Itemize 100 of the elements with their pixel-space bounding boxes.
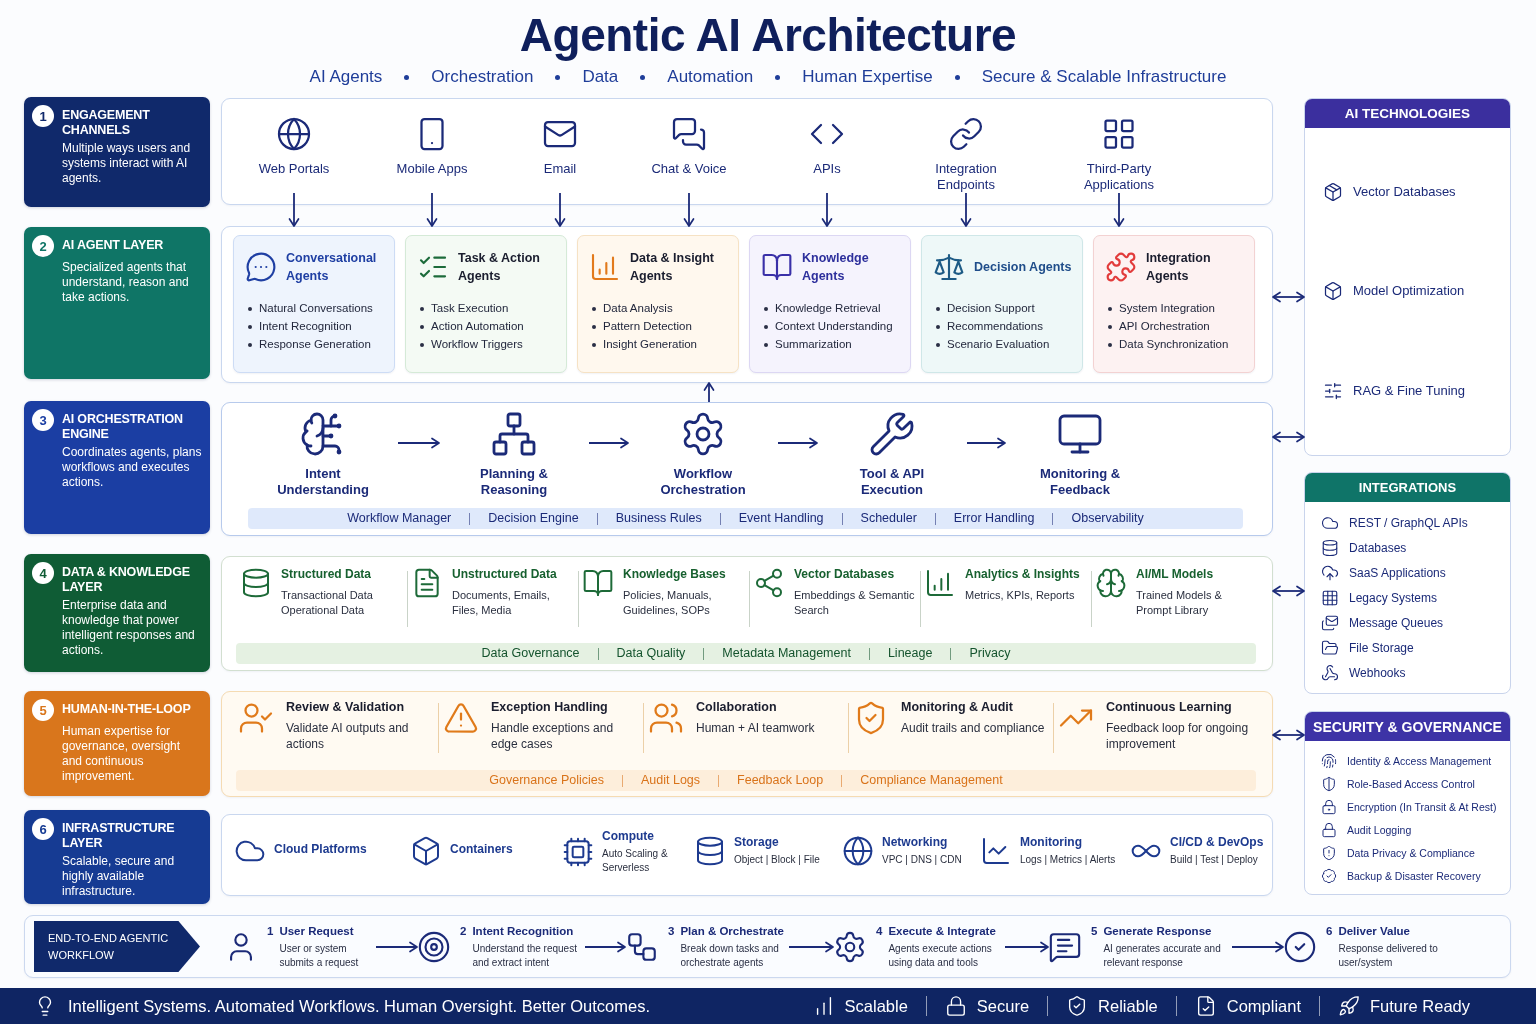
panel-item: Identity & Access Management bbox=[1347, 754, 1492, 769]
layer-card bbox=[24, 227, 210, 379]
layer-description: Human expertise for governance, oversight and continuous improvement. bbox=[62, 724, 182, 784]
layer-panel bbox=[221, 814, 1273, 896]
item-description: Build | Test | Deploy bbox=[1170, 853, 1259, 867]
subtitle-item: Data bbox=[582, 66, 619, 88]
channel-label: Integration Endpoints bbox=[934, 161, 998, 193]
layer-number: 4 bbox=[32, 562, 54, 584]
layer-number: 1 bbox=[32, 105, 54, 127]
layer-card bbox=[24, 691, 210, 796]
workflow-strip bbox=[24, 915, 1511, 978]
agent-feature: Task Execution bbox=[431, 301, 509, 316]
double-arrow bbox=[1272, 431, 1305, 443]
item-description: Embeddings & Semantic Search bbox=[794, 588, 915, 618]
step-number: 4 bbox=[876, 924, 883, 939]
step-number: 6 bbox=[1326, 924, 1333, 939]
subtitle-item: Human Expertise bbox=[802, 66, 933, 88]
layer-description: Scalable, secure and highly available infrastructure. bbox=[62, 854, 176, 899]
footer-item: Compliant bbox=[1226, 996, 1302, 1016]
agent-feature: Data Analysis bbox=[603, 301, 673, 316]
arrow bbox=[703, 382, 715, 403]
item-description: Policies, Manuals, Guidelines, SOPs bbox=[623, 588, 713, 618]
layer-card bbox=[24, 401, 210, 534]
item-description: Documents, Emails, Files, Media bbox=[452, 588, 551, 618]
layer-panel bbox=[221, 402, 1273, 536]
bar-item: Data Quality bbox=[616, 646, 686, 661]
panel-item: Webhooks bbox=[1349, 665, 1406, 681]
layer-number: 5 bbox=[32, 699, 54, 721]
panel-title: SECURITY & GOVERNANCE bbox=[1305, 712, 1510, 741]
agent-card bbox=[1093, 235, 1255, 373]
arrow bbox=[426, 192, 438, 227]
subtitle-item: Secure & Scalable Infrastructure bbox=[981, 66, 1227, 88]
panel-item: Databases bbox=[1349, 540, 1407, 556]
capability-bar bbox=[236, 643, 1256, 664]
bar-item: Feedback Loop bbox=[737, 773, 824, 788]
agent-card bbox=[749, 235, 911, 373]
bar-item: Metadata Management bbox=[722, 646, 851, 661]
layer-title: AI AGENT LAYER bbox=[62, 237, 165, 253]
footer-bar bbox=[0, 988, 1536, 1024]
layer-description: Coordinates agents, plans workflows and executes actions. bbox=[62, 445, 202, 490]
bar-item: Governance Policies bbox=[489, 773, 604, 788]
step-description: User or system submits a request bbox=[279, 942, 360, 970]
double-arrow bbox=[1272, 729, 1305, 741]
agent-feature: Knowledge Retrieval bbox=[775, 301, 881, 316]
item-title: Compute bbox=[602, 829, 655, 844]
arrow bbox=[683, 192, 695, 227]
bar-item: Event Handling bbox=[738, 511, 824, 526]
panel-item: Model Optimization bbox=[1353, 283, 1465, 300]
channel-label: Chat & Voice bbox=[651, 161, 727, 177]
double-arrow bbox=[1272, 585, 1305, 597]
arrow bbox=[788, 941, 834, 953]
side-panel bbox=[1304, 711, 1511, 895]
channel-label: APIs bbox=[813, 161, 841, 177]
agent-feature: Action Automation bbox=[431, 319, 524, 334]
step-description: Agents execute actions using data and tools bbox=[888, 942, 993, 970]
slogan: Intelligent Systems. Automated Workflows. Human Oversight. Better Outcomes. bbox=[68, 996, 650, 1016]
step-title: Deliver Value bbox=[1338, 924, 1411, 939]
bar-item: Decision Engine bbox=[488, 511, 579, 526]
step-number: 3 bbox=[668, 924, 675, 939]
item-title: Monitoring & Audit bbox=[901, 700, 1014, 715]
layer-panel bbox=[221, 691, 1273, 797]
panel-item: RAG & Fine Tuning bbox=[1353, 383, 1465, 400]
layer-description: Multiple ways users and systems interact with AI agents. bbox=[62, 141, 192, 186]
item-title: Collaboration bbox=[696, 700, 778, 715]
item-title: Networking bbox=[882, 835, 949, 850]
step-title: User Request bbox=[279, 924, 355, 939]
panel-item: Vector Databases bbox=[1353, 183, 1456, 200]
double-arrow bbox=[1272, 291, 1305, 303]
step-label: Workflow Orchestration bbox=[659, 466, 747, 498]
arrow bbox=[375, 941, 418, 953]
arrow bbox=[397, 437, 440, 449]
agent-feature: Scenario Evaluation bbox=[947, 337, 1050, 352]
agent-feature: API Orchestration bbox=[1119, 319, 1210, 334]
bar-item: Lineage bbox=[887, 646, 933, 661]
item-title: Knowledge Bases bbox=[623, 567, 727, 582]
layer-title: HUMAN-IN-THE-LOOP bbox=[62, 701, 192, 717]
agent-card bbox=[921, 235, 1083, 373]
channel-label: Third-Party Applications bbox=[1082, 161, 1156, 193]
step-label: Monitoring & Feedback bbox=[1038, 466, 1122, 498]
item-title: Cloud Platforms bbox=[274, 842, 368, 857]
agent-feature: Decision Support bbox=[947, 301, 1035, 316]
arrow bbox=[584, 941, 626, 953]
side-panel bbox=[1304, 98, 1511, 456]
item-title: Vector Databases bbox=[794, 567, 896, 582]
item-description: Handle exceptions and edge cases bbox=[491, 720, 615, 752]
item-title: Storage bbox=[734, 835, 780, 850]
arrow bbox=[777, 437, 818, 449]
agent-feature: Intent Recognition bbox=[259, 319, 352, 334]
arrow bbox=[1231, 941, 1284, 953]
layer-description: Specialized agents that understand, reason and take actions. bbox=[62, 260, 190, 305]
panel-item: SaaS Applications bbox=[1349, 565, 1446, 581]
panel-item: REST / GraphQL APIs bbox=[1349, 515, 1468, 531]
step-label: Planning & Reasoning bbox=[479, 466, 549, 498]
agent-title: Decision Agents bbox=[974, 259, 1072, 276]
agent-feature: Context Understanding bbox=[775, 319, 893, 334]
item-description: Validate AI outputs and actions bbox=[286, 720, 410, 752]
bar-item: Compliance Management bbox=[860, 773, 1003, 788]
item-title: CI/CD & DevOps bbox=[1170, 835, 1265, 850]
item-description: Transactional Data bbox=[281, 588, 374, 603]
step-title: Execute & Integrate bbox=[888, 924, 997, 939]
